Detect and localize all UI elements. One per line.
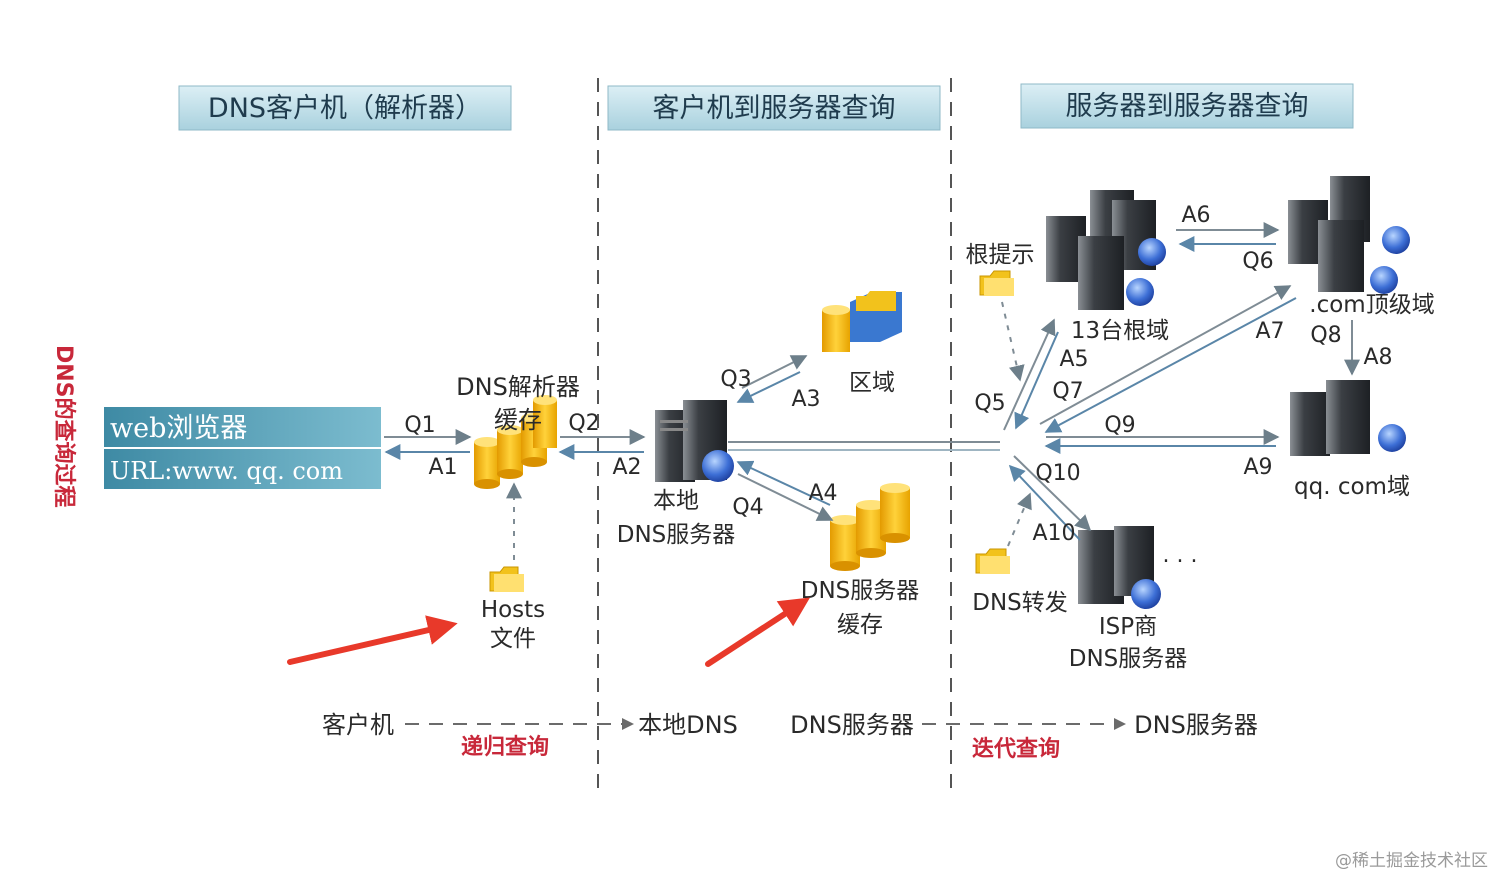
hosts-folder-icon	[489, 566, 524, 592]
bottom-iterative-label: 迭代查询	[972, 736, 1060, 762]
header-server-to-server-label: 服务器到服务器查询	[1066, 91, 1309, 122]
com-tld-label: .com顶级域	[1309, 292, 1434, 318]
dns-cache-db-icon	[830, 483, 910, 571]
com-tld-servers-icon	[1288, 176, 1410, 294]
watermark: @稀土掘金技术社区	[1335, 851, 1488, 871]
a5-arrow	[1014, 331, 1059, 430]
label-a6: A6	[1181, 203, 1210, 228]
a10-arrow	[1008, 464, 1081, 541]
isp-dns-label-2: DNS服务器	[1069, 646, 1188, 672]
a3-arrow	[736, 371, 801, 403]
hosts-label-1: Hosts	[481, 597, 545, 623]
web-browser-box: web浏览器 URL:www. qq. com	[104, 407, 381, 489]
label-q9: Q9	[1104, 413, 1135, 438]
bottom-iterative-arrowhead	[1114, 718, 1126, 730]
label-a10: A10	[1032, 521, 1075, 546]
resolver-cache-label-1: DNS解析器	[456, 373, 580, 401]
q3-arrow	[741, 355, 808, 389]
qq-domain-servers-icon	[1290, 380, 1406, 456]
bottom-recursive-arrowhead	[622, 718, 634, 730]
local-dns-label-2: DNS服务器	[617, 522, 736, 548]
browser-url: URL:www. qq. com	[110, 457, 343, 485]
annotation-arrow-dns-cache	[705, 597, 811, 667]
zone-icon	[822, 291, 902, 352]
qq-domain-label: qq. com域	[1294, 474, 1410, 500]
label-a1: A1	[428, 455, 457, 480]
root-hints-label: 根提示	[966, 242, 1035, 268]
a4-arrow	[736, 460, 831, 506]
label-q6: Q6	[1242, 249, 1273, 274]
label-a9: A9	[1243, 455, 1272, 480]
q5-arrow	[1003, 318, 1056, 431]
root-hints-arrow	[1001, 301, 1025, 382]
root-hints-folder-icon	[979, 270, 1014, 296]
isp-more-dots: . . .	[1163, 543, 1198, 568]
label-a7: A7	[1255, 319, 1284, 344]
label-q4: Q4	[732, 495, 763, 520]
header-client-to-server-label: 客户机到服务器查询	[653, 93, 896, 124]
hosts-label-2: 文件	[490, 626, 536, 652]
a7-arrow	[1044, 297, 1297, 433]
bottom-recursive-label: 递归查询	[461, 734, 549, 760]
local-dns-label-1: 本地	[653, 488, 699, 514]
label-q2: Q2	[568, 411, 599, 436]
header-client: DNS客户机（解析器）	[178, 85, 512, 131]
bottom-dns-server-1-label: DNS服务器	[790, 711, 914, 739]
bottom-local-dns-label: 本地DNS	[638, 711, 738, 739]
dns-forward-folder-icon	[975, 548, 1010, 574]
label-q5: Q5	[974, 391, 1005, 416]
label-a4: A4	[808, 481, 837, 506]
label-a3: A3	[791, 387, 820, 412]
dns-forward-arrow	[1007, 492, 1032, 547]
label-a5: A5	[1059, 347, 1088, 372]
isp-dns-label-1: ISP商	[1099, 614, 1157, 640]
root-servers-label: 13台根域	[1071, 318, 1169, 344]
resolver-cache-label-2: 缓存	[494, 406, 542, 434]
q10-arrow	[1013, 455, 1092, 532]
label-q7: Q7	[1052, 379, 1083, 404]
annotation-arrow-hosts	[287, 615, 458, 665]
header-client-label: DNS客户机（解析器）	[208, 93, 482, 124]
dns-cache-label-1: DNS服务器	[801, 578, 920, 604]
side-title: DNS的查询过程	[51, 345, 77, 508]
q7-arrow	[1039, 285, 1292, 425]
zone-label: 区域	[849, 370, 895, 396]
resolver-cache-db-icon	[474, 395, 557, 489]
label-a8: A8	[1363, 345, 1392, 370]
local-dns-server-icon	[655, 400, 734, 482]
label-a2: A2	[612, 455, 641, 480]
browser-title: web浏览器	[110, 413, 247, 444]
root-servers-icon	[1046, 190, 1166, 310]
label-q1: Q1	[404, 413, 435, 438]
dns-forward-label: DNS转发	[972, 590, 1068, 616]
label-q10: Q10	[1035, 461, 1080, 486]
header-client-to-server: 客户机到服务器查询	[607, 85, 941, 131]
bottom-client-label: 客户机	[322, 711, 394, 739]
header-server-to-server: 服务器到服务器查询	[1020, 83, 1354, 129]
label-q8: Q8	[1310, 323, 1341, 348]
bottom-dns-server-2-label: DNS服务器	[1134, 711, 1258, 739]
isp-dns-server-icon	[1078, 526, 1161, 609]
q4-arrow	[737, 473, 834, 521]
dns-cache-label-2: 缓存	[837, 612, 883, 638]
label-q3: Q3	[720, 367, 751, 392]
